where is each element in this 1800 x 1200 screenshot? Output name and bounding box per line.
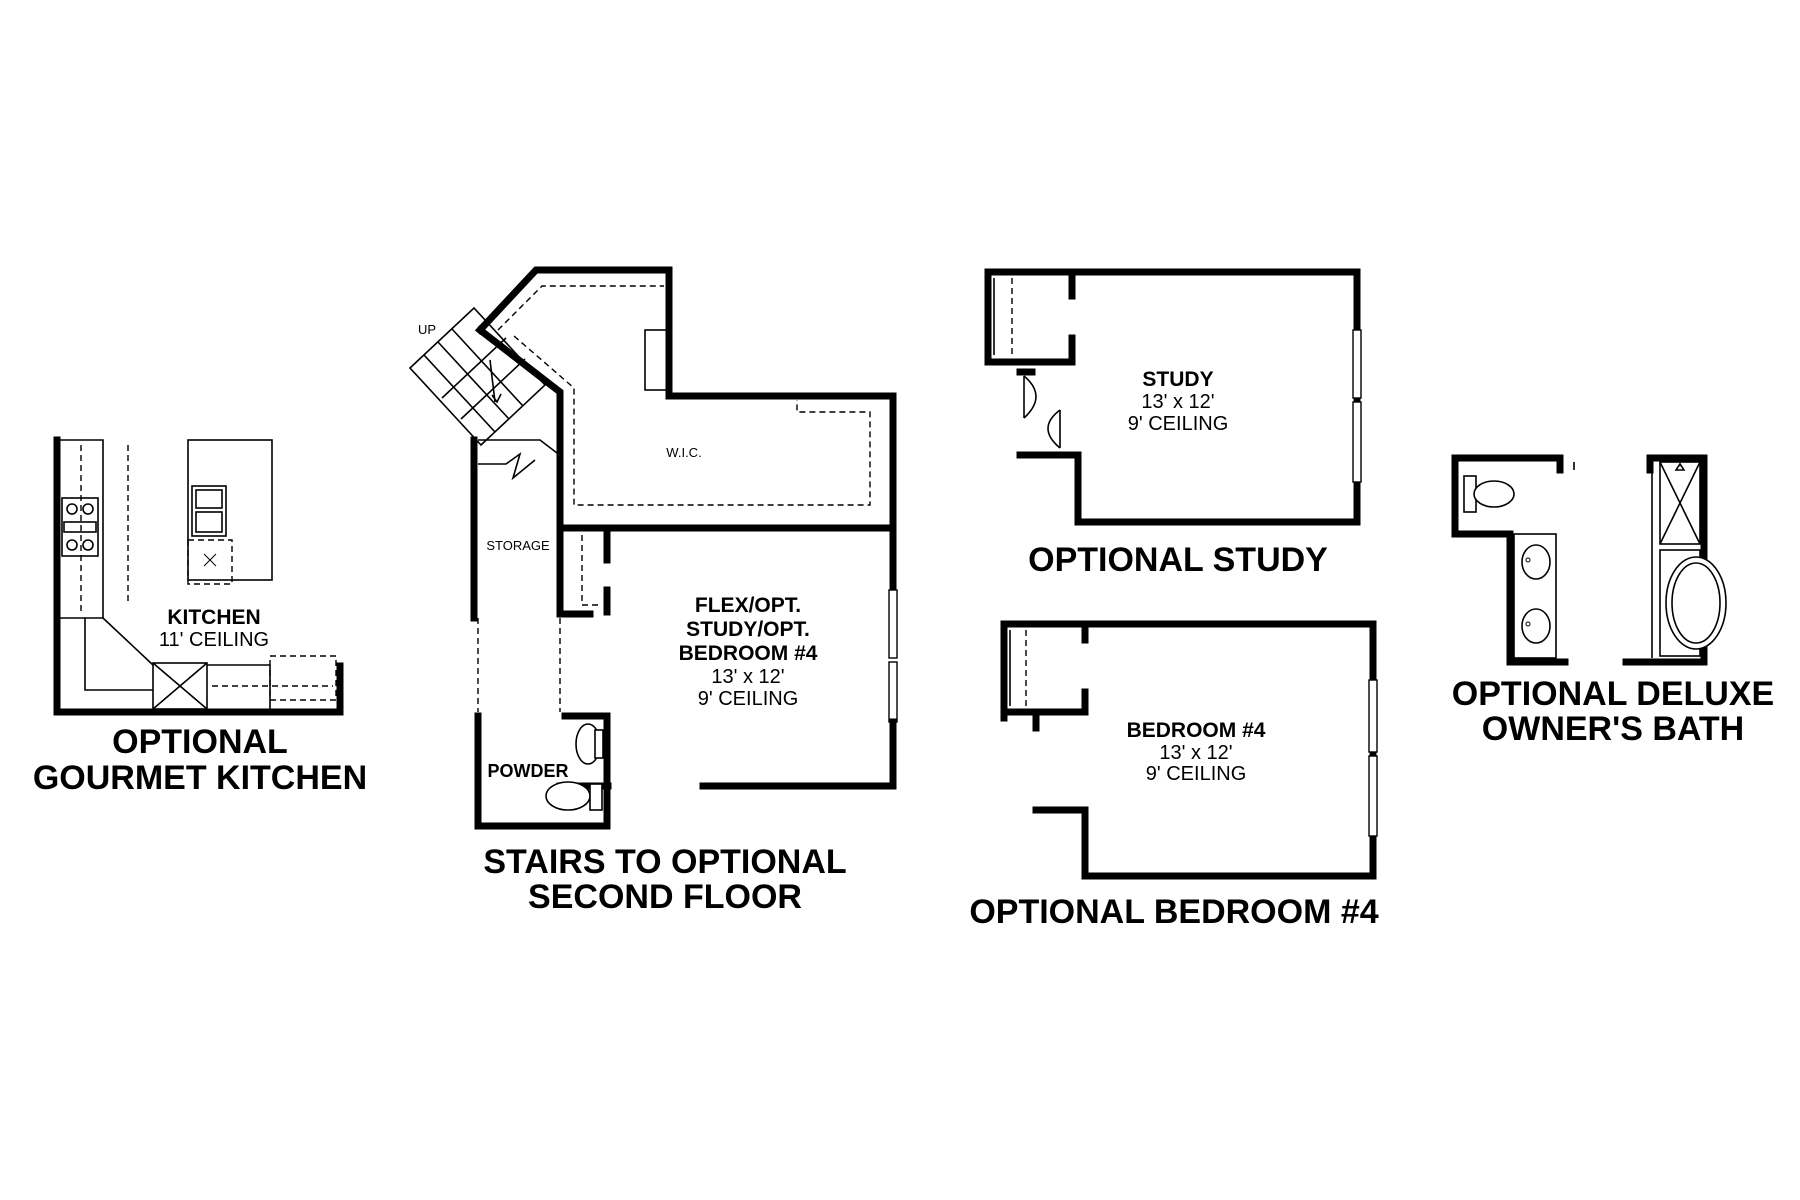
french-doors-icon [1023,375,1061,449]
bathtub-icon [1659,549,1727,657]
stairs-up-label: UP [418,322,436,337]
kitchen-plan: KITCHEN 11' CEILING OPTIONAL GOURMET KIT… [33,436,367,797]
shower-icon [1651,461,1701,658]
kitchen-title-line1: OPTIONAL [112,723,288,761]
storage-label: STORAGE [486,538,550,553]
bath-title-line1: OPTIONAL DELUXE [1452,675,1774,713]
kitchen-ceiling-label: 11' CEILING [159,629,269,651]
sink-icon [1521,544,1551,644]
stairs-plan: UP W.I.C. STORAGE POWDER [408,266,898,916]
bedroom-room-size: 13' x 12' [1159,742,1232,764]
kitchen-island [187,439,273,585]
bath-title-line2: OWNER'S BATH [1482,710,1744,748]
bedroom-plan: BEDROOM #4 13' x 12' 9' CEILING OPTIONAL… [969,620,1379,931]
stairs-title-line1: STAIRS TO OPTIONAL [483,843,846,881]
powder-label: POWDER [488,761,569,781]
bedroom-room-label: BEDROOM #4 [1127,719,1266,742]
powder-room: POWDER [474,712,611,830]
toilet-icon [1463,475,1515,513]
study-room-label: STUDY [1142,368,1213,391]
flex-room-label-line2: STUDY/OPT. [686,618,810,641]
study-title: OPTIONAL STUDY [1028,541,1328,579]
flex-room-size: 13' x 12' [711,666,784,688]
flex-room-label-line1: FLEX/OPT. [695,594,801,617]
kitchen-title-line2: GOURMET KITCHEN [33,759,367,797]
study-plan: STUDY 13' x 12' 9' CEILING OPTIONAL STUD… [984,268,1362,579]
study-room-size: 13' x 12' [1141,391,1214,413]
flex-room-label-line3: BEDROOM #4 [679,642,818,665]
bedroom-room-ceiling: 9' CEILING [1146,763,1247,785]
appliance-x-icon [152,662,208,710]
kitchen-room-label: KITCHEN [167,606,260,629]
stair-flight [408,306,547,447]
flex-room-ceiling: 9' CEILING [698,688,799,710]
wic-label: W.I.C. [666,445,701,460]
bedroom-title: OPTIONAL BEDROOM #4 [969,893,1378,931]
stairs-title-line2: SECOND FLOOR [528,878,802,916]
bath-plan: OPTIONAL DELUXE OWNER'S BATH [1451,454,1774,748]
study-room-ceiling: 9' CEILING [1128,413,1229,435]
cooktop-icon [61,497,99,557]
